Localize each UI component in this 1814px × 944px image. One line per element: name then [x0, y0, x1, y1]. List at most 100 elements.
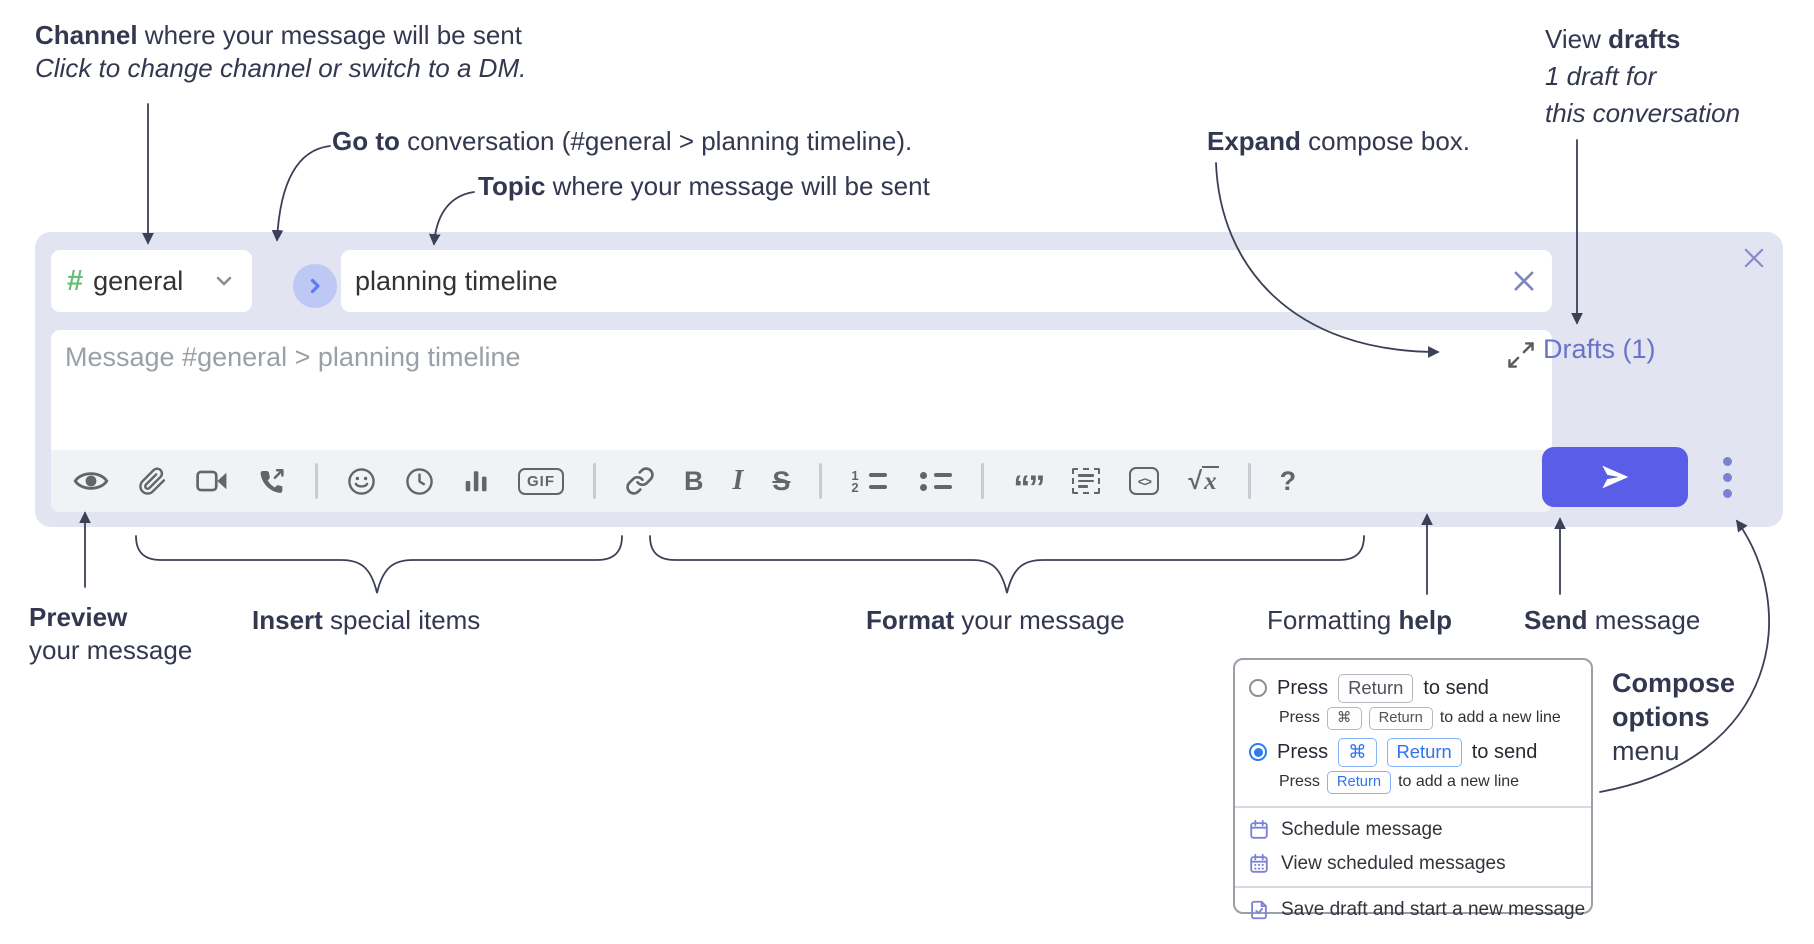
- message-input[interactable]: [65, 342, 1445, 442]
- popup-divider: [1235, 886, 1591, 889]
- add-video-call-button[interactable]: [196, 468, 228, 494]
- channel-annotation-line1: Channel where your message will be sent: [35, 20, 522, 50]
- code-icon: <>: [1129, 467, 1160, 495]
- numbered-list-icon: 1 2: [851, 469, 888, 494]
- option-return-to-send-sub: Press ⌘ Return to add a new line: [1279, 706, 1577, 731]
- schedule-message-item[interactable]: Schedule message: [1235, 813, 1591, 847]
- return-key: Return: [1326, 770, 1392, 795]
- compose-options-annotation: Compose options menu: [1612, 668, 1736, 766]
- ellipsis-icon: [1722, 456, 1732, 466]
- send-annotation: Send message: [1524, 605, 1701, 635]
- radio-selected-icon[interactable]: [1249, 743, 1267, 762]
- toolbar-divider: [981, 463, 985, 499]
- radio-unselected-icon[interactable]: [1249, 679, 1267, 698]
- add-poll-button[interactable]: [463, 467, 489, 495]
- insert-brace: [135, 535, 623, 594]
- chevron-right-icon: [310, 278, 320, 294]
- link-icon: [626, 467, 654, 495]
- compose-options-menu-button[interactable]: [1716, 448, 1738, 506]
- drafts-annotation-line2: 1 draft for: [1545, 61, 1657, 91]
- bold-button[interactable]: B: [684, 466, 704, 497]
- strikethrough-button[interactable]: S: [772, 466, 790, 497]
- insert-annotation: Insert special items: [252, 605, 481, 635]
- expand-annotation: Expand compose box.: [1207, 126, 1471, 156]
- cmd-key: ⌘: [1326, 706, 1362, 731]
- italic-button[interactable]: I: [733, 465, 744, 497]
- return-key: Return: [1386, 738, 1462, 767]
- draft-section: Save draft and start a new message: [1235, 888, 1591, 932]
- toolbar-divider: [315, 463, 318, 499]
- add-global-time-button[interactable]: [405, 467, 434, 496]
- help-icon: ?: [1279, 465, 1297, 496]
- calendar-icon: [1250, 819, 1268, 839]
- message-compose-area: GIF B I S 1: [51, 330, 1552, 512]
- schedule-section: Schedule message View scheduled messages: [1235, 808, 1591, 886]
- add-emoji-button[interactable]: [347, 467, 376, 496]
- go-to-conversation-button[interactable]: [293, 264, 337, 308]
- calendar-days-icon: [1250, 853, 1268, 873]
- clock-icon: [406, 467, 433, 495]
- chevron-down-icon: [216, 276, 232, 286]
- toolbar-divider: [819, 463, 823, 499]
- toolbar-divider: [1247, 463, 1251, 499]
- topic-annotation: Topic where your message will be sent: [478, 171, 930, 201]
- gif-icon: GIF: [518, 467, 564, 495]
- italic-icon: I: [732, 465, 744, 496]
- send-button[interactable]: [1542, 447, 1688, 507]
- bar-chart-icon: [465, 471, 487, 492]
- topic-input-wrap: [341, 250, 1552, 312]
- link-button[interactable]: [625, 466, 655, 496]
- drafts-annotation-line3: this conversation: [1545, 98, 1741, 128]
- save-draft-item[interactable]: Save draft and start a new message: [1235, 893, 1591, 927]
- option-cmd-return-to-send[interactable]: Press ⌘ Return to send: [1249, 738, 1577, 767]
- message-formatting-help-button[interactable]: ?: [1280, 466, 1297, 497]
- math-button[interactable]: √x: [1188, 466, 1219, 495]
- return-key: Return: [1368, 706, 1433, 731]
- popup-divider: [1235, 806, 1591, 809]
- channel-name: general: [93, 265, 184, 296]
- drafts-annotation-line1: View drafts: [1545, 24, 1681, 54]
- channel-annotation: Channel where your message will be sent …: [35, 19, 526, 85]
- numbered-list-button[interactable]: 1 2: [851, 469, 888, 494]
- send-icon: [1602, 465, 1629, 489]
- bold-icon: B: [684, 465, 704, 496]
- format-annotation: Format your message: [866, 605, 1125, 635]
- spoiler-button[interactable]: [1072, 468, 1101, 494]
- drafts-annotation: View drafts 1 draft for this conversatio…: [1545, 21, 1740, 132]
- clear-topic-icon[interactable]: [1510, 267, 1538, 295]
- bulleted-list-icon: [916, 469, 953, 493]
- topic-input[interactable]: [355, 265, 1510, 297]
- add-gif-button[interactable]: GIF: [518, 467, 564, 495]
- goto-annotation: Go to conversation (#general > planning …: [332, 126, 913, 156]
- add-voice-call-button[interactable]: [257, 467, 286, 496]
- option-cmd-return-to-send-sub: Press Return to add a new line: [1279, 770, 1577, 795]
- code-button[interactable]: <>: [1129, 467, 1160, 495]
- paperclip-icon: [139, 466, 166, 495]
- drafts-link[interactable]: Drafts (1): [1543, 334, 1656, 364]
- compose-box: # general: [35, 232, 1783, 527]
- view-scheduled-messages-item[interactable]: View scheduled messages: [1235, 847, 1591, 881]
- close-compose-icon[interactable]: [1741, 245, 1767, 271]
- channel-annotation-line2: Click to change channel or switch to a D…: [35, 53, 527, 83]
- video-camera-icon: [196, 470, 227, 492]
- spoiler-icon: [1072, 468, 1101, 494]
- option-return-to-send[interactable]: Press Return to send: [1249, 674, 1577, 703]
- eye-icon: [73, 472, 109, 490]
- channel-selector[interactable]: # general: [51, 250, 252, 312]
- formatting-help-annotation: Formatting help: [1267, 605, 1452, 635]
- attach-file-button[interactable]: [138, 466, 167, 496]
- preview-annotation: Preview your message: [29, 602, 193, 665]
- strikethrough-icon: S: [772, 465, 791, 496]
- quote-button[interactable]: “”: [1013, 469, 1045, 505]
- expand-compose-icon[interactable]: [1506, 340, 1536, 370]
- cmd-key: ⌘: [1338, 738, 1377, 767]
- compose-toolbar: GIF B I S 1: [51, 450, 1552, 512]
- send-shortcut-options: Press Return to send Press ⌘ Return to a…: [1235, 660, 1591, 806]
- bulleted-list-button[interactable]: [916, 469, 953, 493]
- draft-check-icon: [1251, 900, 1267, 920]
- preview-button[interactable]: [73, 467, 109, 495]
- smiley-icon: [348, 467, 375, 495]
- toolbar-divider: [593, 463, 596, 499]
- sqrt-icon: √: [1188, 466, 1203, 495]
